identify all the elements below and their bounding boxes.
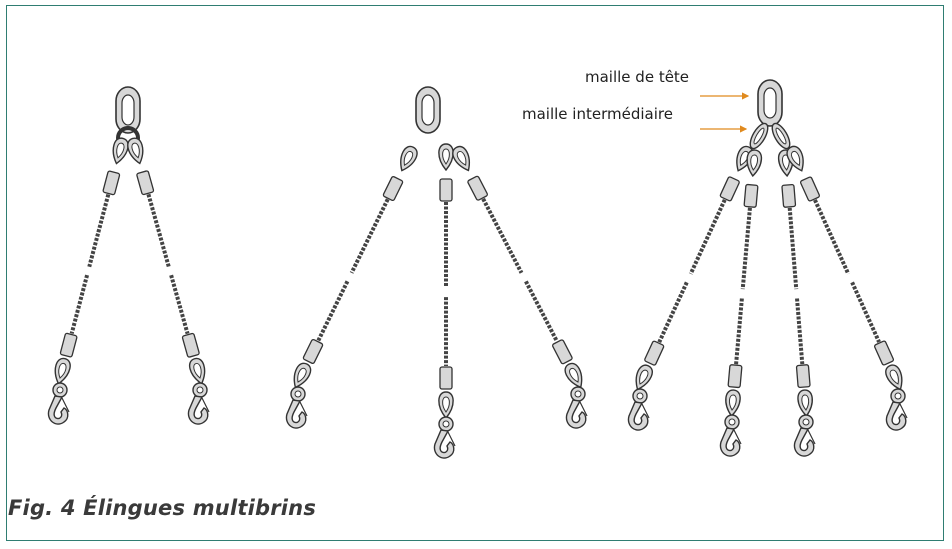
wire-rope-icon <box>481 197 559 343</box>
wire-rope-icon <box>69 193 111 335</box>
figure-frame <box>6 5 944 541</box>
master-link-label: maille de tête <box>585 68 690 86</box>
ferrule-icon <box>552 339 573 365</box>
thimble-icon <box>452 145 470 172</box>
thimble-icon <box>746 149 763 178</box>
thimble-icon <box>725 389 741 418</box>
hook-icon <box>187 382 210 425</box>
sling-3-legs <box>285 86 588 459</box>
hook-icon <box>433 416 456 459</box>
ferrule-icon <box>719 176 740 202</box>
ferrule-icon <box>439 178 453 202</box>
ferrule-icon <box>781 183 797 208</box>
intermediate-link-label: maille intermédiaire <box>522 105 673 123</box>
thimble-icon <box>797 389 813 418</box>
ferrule-icon <box>795 364 811 389</box>
ferrule-icon <box>467 175 488 201</box>
hook-icon <box>627 388 650 431</box>
ferrule-icon <box>136 170 155 196</box>
thimble-icon <box>635 364 653 391</box>
ferrule-icon <box>102 170 121 196</box>
ferrule-icon <box>727 364 743 389</box>
hook-icon <box>47 382 70 425</box>
wire-rope-icon <box>146 193 190 335</box>
hook-icon <box>793 414 816 457</box>
ferrule-icon <box>382 176 404 202</box>
wire-rope-icon <box>657 198 727 344</box>
thimble-icon <box>786 145 804 172</box>
thimble-icon <box>112 137 129 165</box>
wire-rope-icon <box>316 198 390 342</box>
hook-icon <box>285 386 308 429</box>
ferrule-icon <box>874 340 895 366</box>
hook-icon <box>885 388 908 431</box>
ferrule-icon <box>743 183 759 208</box>
ferrule-icon <box>181 332 200 358</box>
wire-rope-icon <box>813 199 881 343</box>
thimble-icon <box>564 362 583 389</box>
thimble-icon <box>400 145 418 172</box>
hook-icon <box>565 386 588 429</box>
thimble-icon <box>438 143 454 172</box>
hook-icon <box>719 414 742 457</box>
sling-2-legs <box>47 86 210 425</box>
thimble-icon <box>188 357 206 385</box>
ferrule-icon <box>59 332 78 358</box>
figure-caption: Fig. 4 Élingues multibrins <box>8 496 317 520</box>
thimble-icon <box>293 362 312 389</box>
thimble-icon <box>127 137 144 165</box>
ferrule-icon <box>644 340 665 366</box>
sling-4-legs <box>627 79 908 457</box>
ferrule-icon <box>799 176 820 202</box>
ferrule-icon <box>302 338 324 364</box>
thimble-icon <box>438 391 454 420</box>
wire-rope-icon <box>787 207 805 365</box>
thimble-icon <box>54 357 71 385</box>
wire-rope-icon <box>734 207 752 365</box>
thimble-icon <box>885 364 903 391</box>
ferrule-icon <box>439 366 453 390</box>
